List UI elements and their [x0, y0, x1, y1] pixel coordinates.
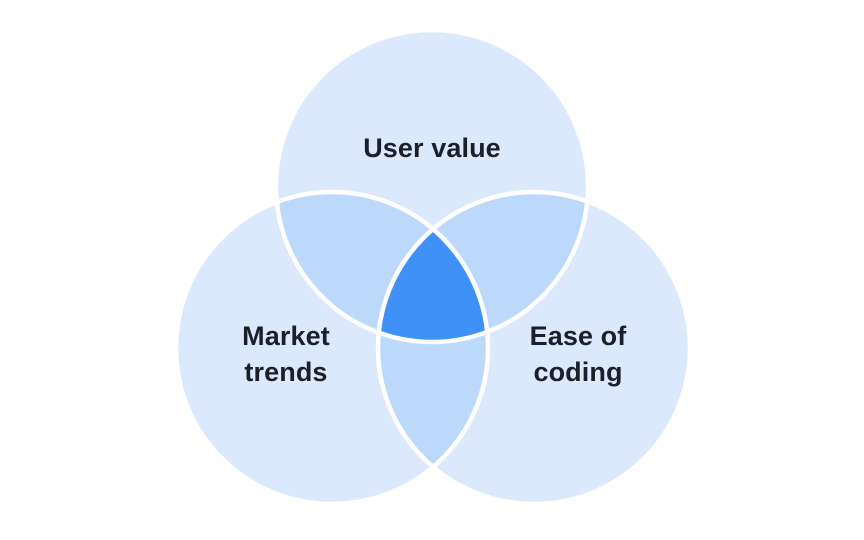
outline-user-value [273, 27, 591, 345]
label-market-trends: Market trends [242, 321, 330, 387]
label-ease-of-coding: Ease of coding [529, 321, 627, 387]
outline-ease-of-coding [375, 189, 693, 507]
overlap-center [378, 192, 488, 342]
outline-market-trends [173, 189, 491, 507]
label-user-value: User value [363, 133, 501, 163]
